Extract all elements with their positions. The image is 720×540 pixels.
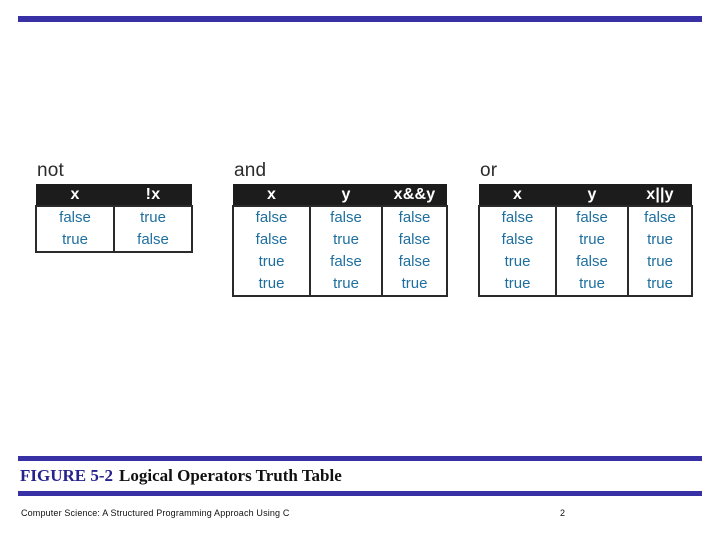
table-and: x y x&&y false false false false true fa… [232, 184, 448, 297]
cell-value: false [113, 229, 193, 253]
footer-book-title: Computer Science: A Structured Programmi… [21, 508, 290, 518]
operator-label-or: or [480, 160, 498, 181]
truth-table-and: and x y x&&y false false false false tru… [232, 160, 448, 297]
column-header-x: x [479, 184, 556, 206]
slide-footer: Computer Science: A Structured Programmi… [0, 508, 720, 528]
cell-value: true [232, 251, 311, 273]
cell-value: true [627, 251, 693, 273]
table-row: true true true [478, 273, 693, 297]
table-or-body: false false false false true true true f… [478, 205, 693, 297]
caption-top-rule [18, 456, 702, 461]
table-not-header: x !x [36, 184, 192, 206]
table-row: true true true [232, 273, 448, 297]
table-and-body: false false false false true false true … [232, 205, 448, 297]
cell-value: true [232, 273, 311, 297]
footer-page-number: 2 [560, 508, 566, 518]
operator-label-not: not [37, 160, 65, 181]
column-header-x: x [233, 184, 310, 206]
column-header-x: x [36, 184, 114, 206]
cell-value: true [35, 229, 115, 253]
figure-title: Logical Operators Truth Table [119, 466, 342, 485]
cell-value: true [555, 229, 629, 251]
table-and-header: x y x&&y [233, 184, 447, 206]
column-header-y: y [310, 184, 382, 206]
cell-value: false [232, 205, 311, 229]
cell-value: true [478, 251, 557, 273]
top-divider-rule [18, 16, 702, 22]
cell-value: false [478, 205, 557, 229]
table-row: false true true [478, 229, 693, 251]
table-row-header: x !x [36, 184, 192, 206]
cell-value: true [309, 229, 383, 251]
table-not: x !x false true true false [35, 184, 193, 253]
cell-value: false [232, 229, 311, 251]
table-or: x y x||y false false false false true tr… [478, 184, 693, 297]
table-row: false false false [478, 205, 693, 229]
figure-number: FIGURE 5-2 [20, 466, 114, 485]
cell-value: true [113, 205, 193, 229]
cell-value: true [381, 273, 448, 297]
table-or-header: x y x||y [479, 184, 692, 206]
table-row: false false false [232, 205, 448, 229]
column-header-y: y [556, 184, 628, 206]
figure-caption: FIGURE 5-2 Logical Operators Truth Table [18, 461, 702, 491]
table-row-header: x y x||y [479, 184, 692, 206]
table-not-body: false true true false [35, 205, 193, 253]
column-header-xandy: x&&y [382, 184, 447, 206]
cell-value: false [627, 205, 693, 229]
table-row: false true false [232, 229, 448, 251]
cell-value: false [309, 251, 383, 273]
cell-value: false [381, 229, 448, 251]
table-row: true false true [478, 251, 693, 273]
operator-label-and: and [234, 160, 267, 181]
cell-value: true [309, 273, 383, 297]
cell-value: false [381, 251, 448, 273]
table-row-header: x y x&&y [233, 184, 447, 206]
cell-value: false [381, 205, 448, 229]
table-row: true false false [232, 251, 448, 273]
cell-value: false [478, 229, 557, 251]
cell-value: false [309, 205, 383, 229]
column-header-notx: !x [114, 184, 192, 206]
cell-value: false [555, 205, 629, 229]
figure-graphic: not x !x false true true false and [0, 160, 720, 340]
truth-table-or: or x y x||y false false false false true [478, 160, 693, 297]
cell-value: true [555, 273, 629, 297]
cell-value: true [478, 273, 557, 297]
figure-caption-block: FIGURE 5-2 Logical Operators Truth Table [18, 456, 702, 496]
caption-bottom-rule [18, 491, 702, 496]
cell-value: true [627, 229, 693, 251]
cell-value: false [555, 251, 629, 273]
column-header-xory: x||y [628, 184, 692, 206]
truth-table-not: not x !x false true true false [35, 160, 193, 253]
table-row: true false [35, 229, 193, 253]
cell-value: false [35, 205, 115, 229]
table-row: false true [35, 205, 193, 229]
cell-value: true [627, 273, 693, 297]
